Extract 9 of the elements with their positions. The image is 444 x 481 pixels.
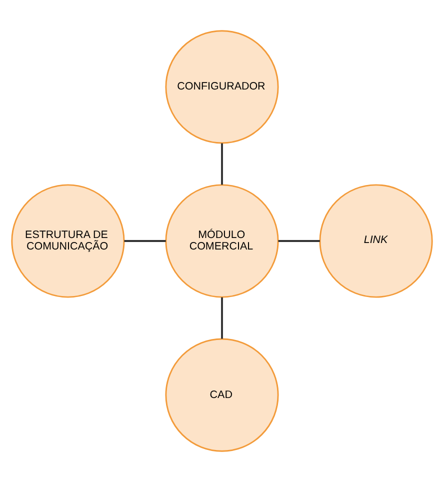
node-circle: CAD: [165, 338, 279, 452]
connector: [124, 240, 166, 242]
connector: [278, 240, 320, 242]
node-circle: MÓDULO COMERCIAL: [165, 184, 279, 298]
node-circle: ESTRUTURA DE COMUNICAÇÃO: [11, 184, 125, 298]
node-circle: CONFIGURADOR: [165, 30, 279, 144]
node-circle: LINK: [319, 184, 433, 298]
connector: [221, 142, 223, 184]
connector: [221, 296, 223, 338]
